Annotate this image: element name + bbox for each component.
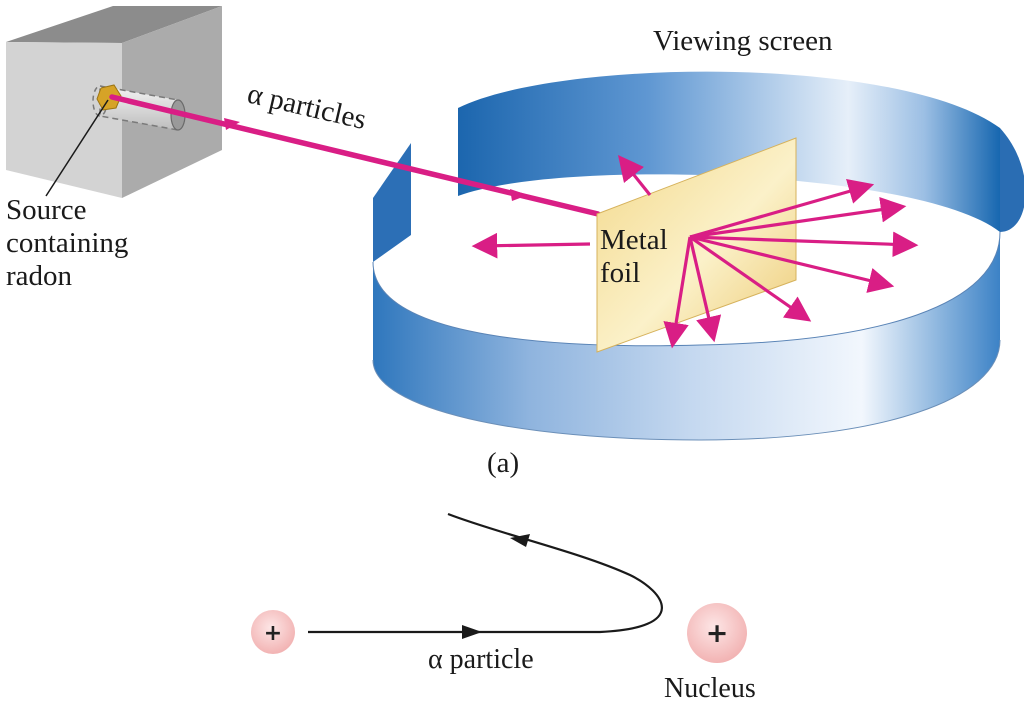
deflect-1 — [689, 178, 875, 239]
deflect-6 — [688, 236, 722, 343]
deflect-4 — [689, 235, 895, 293]
scattered-particles — [471, 155, 919, 349]
deflect-2 — [689, 197, 907, 239]
source-label-line1: Source — [6, 194, 87, 226]
screen-front-outer-wall — [1000, 128, 1024, 232]
alpha-particles-label: α particles — [244, 78, 369, 136]
trajectory-arrow-in — [462, 625, 482, 639]
viewing-screen — [372, 71, 1024, 441]
screen-left-tab — [373, 143, 411, 262]
alpha-trajectory — [308, 512, 663, 634]
box-front-face — [6, 42, 122, 198]
deflect-3 — [689, 231, 919, 258]
deflect-5 — [689, 235, 812, 322]
radon-sample — [96, 84, 122, 111]
metal-foil-label-line1: Metal — [600, 224, 668, 256]
nucleus-charge: + — [687, 603, 747, 663]
nucleus-label: Nucleus — [664, 673, 756, 704]
panel-a-label: (a) — [487, 447, 519, 479]
alpha-particle-label: α particle — [428, 644, 534, 675]
alpha-beam — [109, 94, 601, 217]
box-top-face — [6, 6, 222, 43]
screen-back-inner-wall — [458, 71, 1000, 232]
back-scatter-left — [471, 232, 591, 259]
metal-foil — [596, 137, 797, 353]
metal-foil-label-line2: foil — [600, 257, 640, 289]
screen-band-top-edge — [372, 231, 1001, 347]
screen-band-bottom-edge — [372, 339, 1001, 441]
trajectory-arrow-out — [510, 534, 530, 547]
source-label-line3: radon — [6, 260, 73, 292]
source-label-line2: containing — [6, 227, 128, 259]
alpha-plus-sign: + — [264, 621, 282, 646]
beam-arrowhead-1 — [224, 118, 240, 130]
screen-front-band — [373, 232, 1000, 440]
source-leader-line — [45, 99, 109, 197]
back-scatter-up — [618, 155, 652, 196]
alpha-particle-charge: + — [251, 610, 295, 654]
deflect-7 — [663, 236, 692, 349]
nucleus-plus-sign: + — [706, 618, 729, 649]
beam-arrowhead-2 — [510, 189, 528, 201]
radon-source-box — [6, 6, 222, 198]
viewing-screen-label: Viewing screen — [653, 25, 833, 57]
